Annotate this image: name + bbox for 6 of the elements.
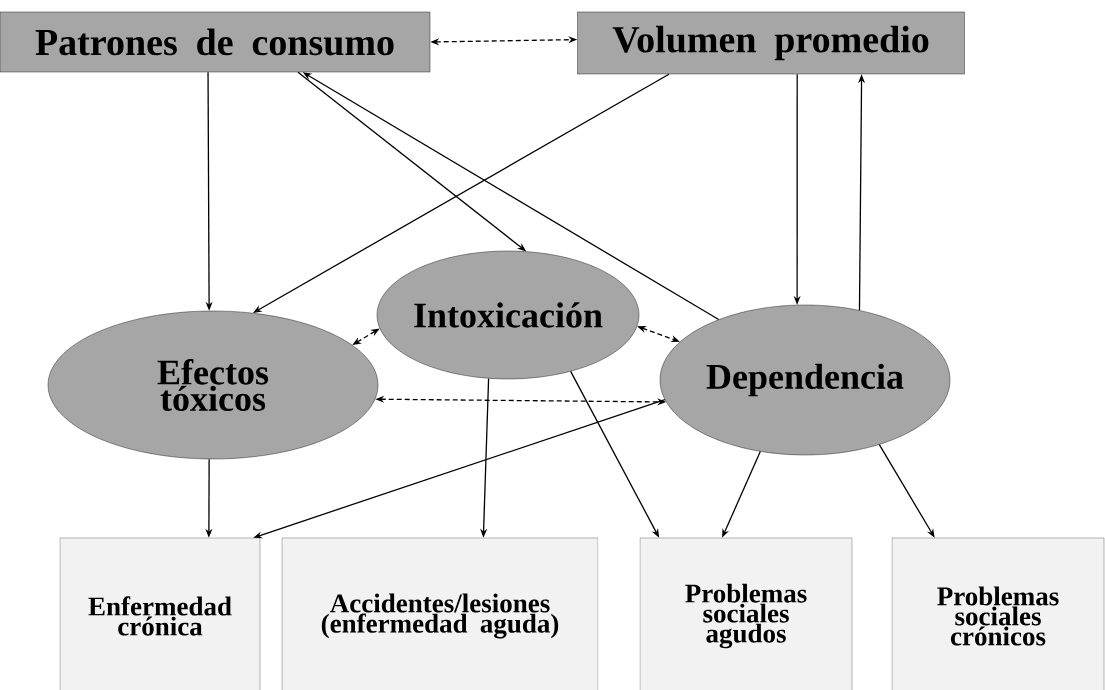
outcome-box: Accidentes/lesiones (enfermedad aguda) — [281, 537, 599, 690]
factor-box: Volumen promedio — [577, 11, 965, 75]
factor-box: Patrones de consumo — [0, 11, 431, 73]
outcome-box: Enfermedad crónica — [59, 537, 261, 690]
outcome-box: Problemas sociales agudos — [639, 537, 853, 690]
outcome-box: Problemas sociales crónicos — [891, 537, 1105, 690]
